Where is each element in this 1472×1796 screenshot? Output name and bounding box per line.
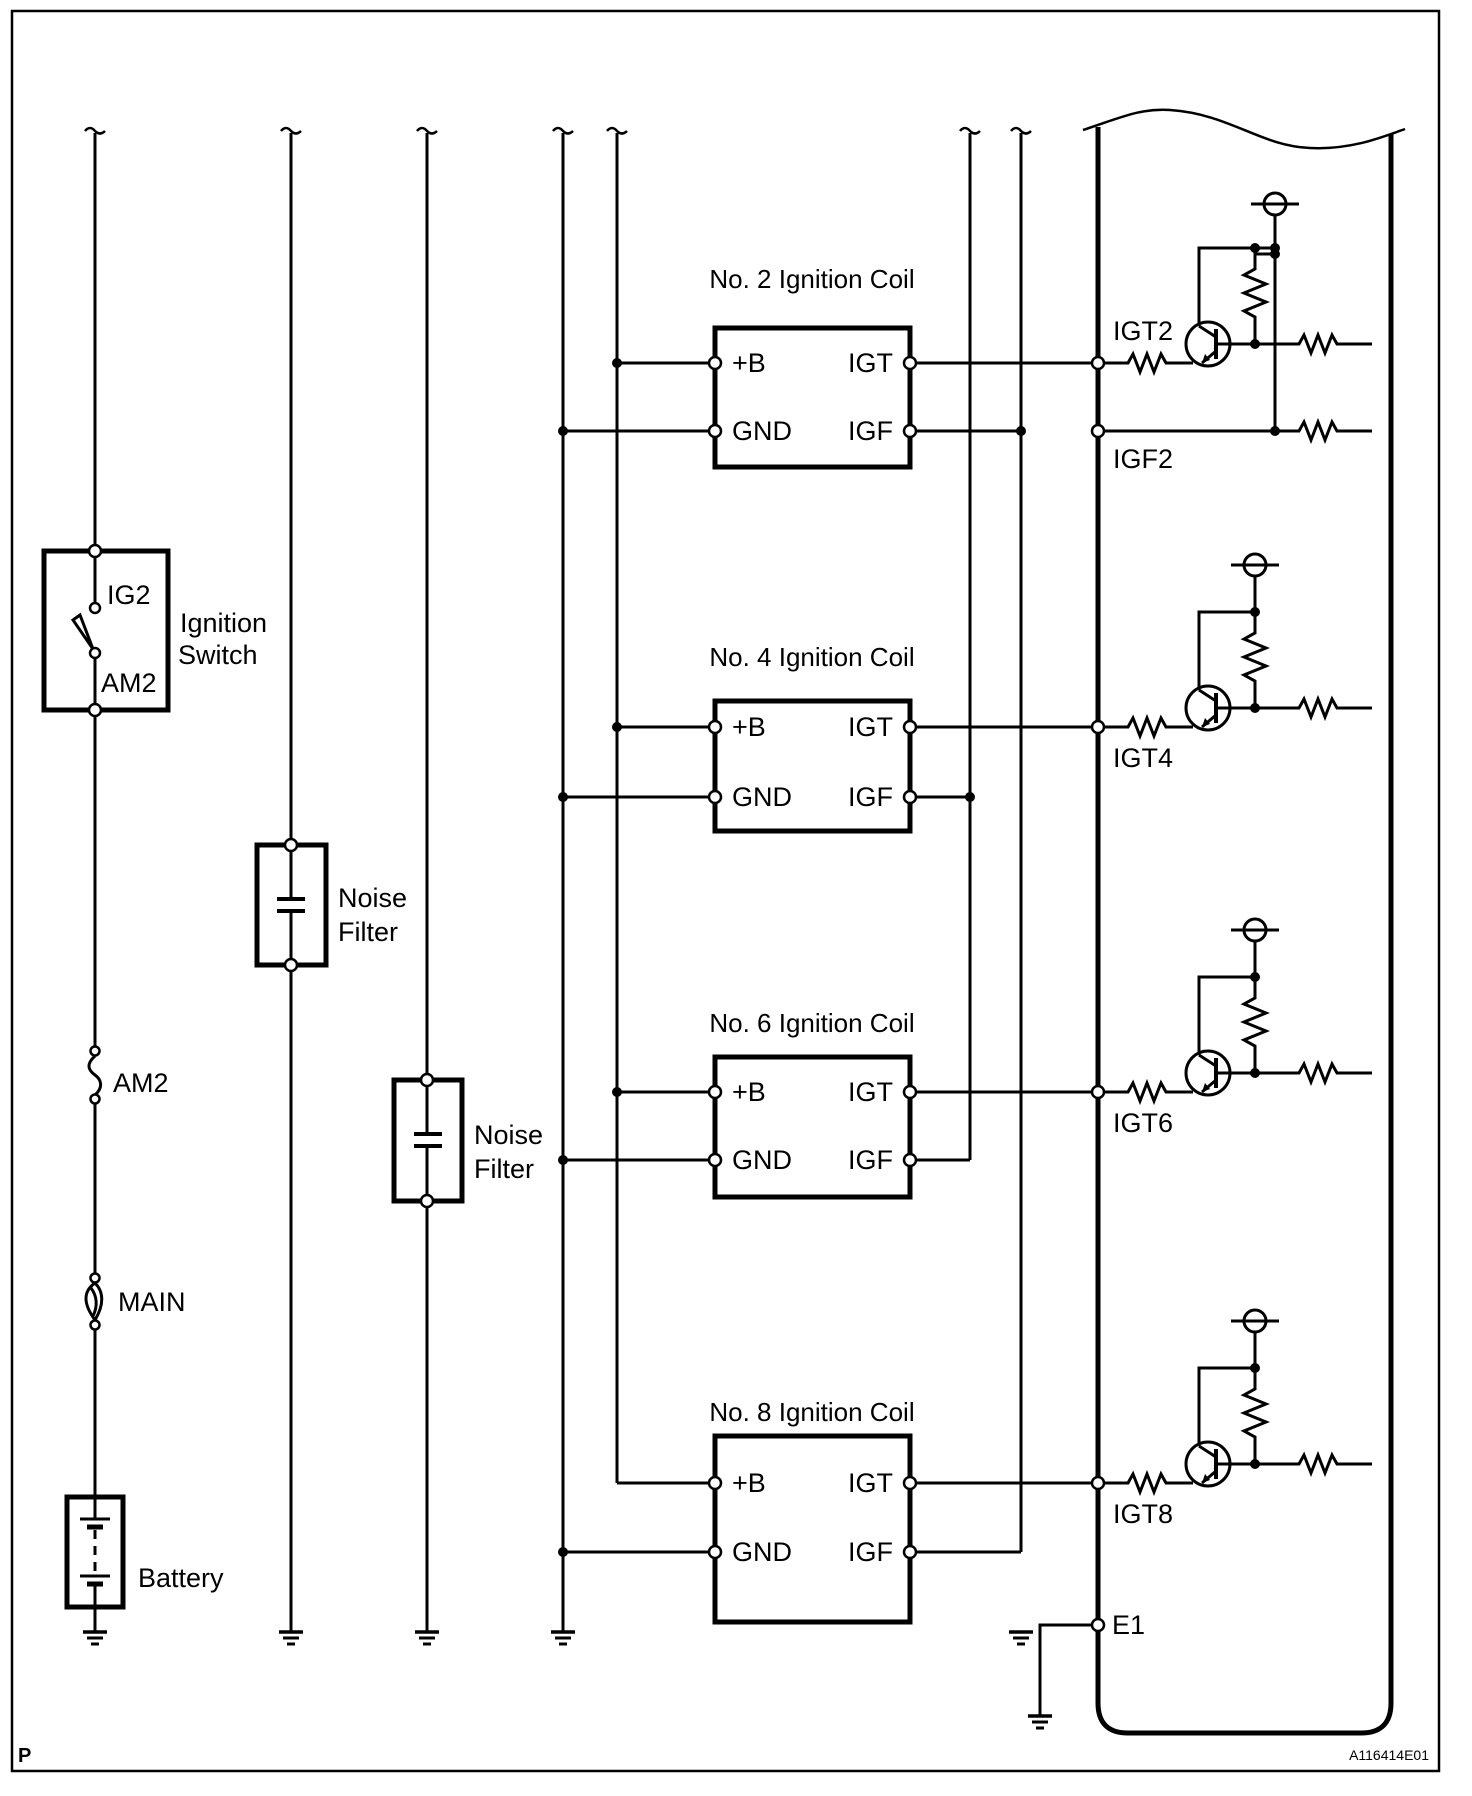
corner-mark: P xyxy=(18,1745,31,1767)
diagram-frame xyxy=(10,9,1441,1773)
coil-pin-plus-b: +B xyxy=(732,712,766,742)
ignition-switch-terminal-am2: AM2 xyxy=(101,668,157,698)
ignition-switch-box xyxy=(41,548,171,713)
battery-label: Battery xyxy=(138,1563,224,1593)
coil-title: No. 4 Ignition Coil xyxy=(709,642,914,672)
battery-supply-line: IG2 AM2 Ignition Switch AM2 MAIN Battery xyxy=(41,133,267,1631)
battery-icon xyxy=(80,1497,110,1631)
coil-pin-plus-b: +B xyxy=(732,1468,766,1498)
main-fuse-label: MAIN xyxy=(118,1287,186,1317)
ecm-terminal-igf2: IGF2 xyxy=(1113,444,1173,474)
ignition-switch-label-2: Switch xyxy=(178,640,258,670)
coil-pin-gnd: GND xyxy=(732,416,792,446)
coil-pin-plus-b: +B xyxy=(732,348,766,378)
am2-fuse-icon xyxy=(87,1054,103,1097)
igf2-circuit: IGF2 xyxy=(1090,249,1372,474)
ignition-coil-2: No. 2 Ignition Coil +B GND IGT IGF xyxy=(558,264,1092,470)
ignition-coil-6: No. 6 Ignition Coil +B GND IGT IGF xyxy=(558,1008,1092,1200)
ecm-block xyxy=(1082,108,1406,1736)
coil-pin-igf: IGF xyxy=(848,782,893,812)
ecm-terminal-igt4: IGT4 xyxy=(1113,743,1173,773)
noise-filter-1: Noise Filter xyxy=(254,133,407,1631)
figure-code: A116414E01 xyxy=(1349,1747,1429,1763)
coil-title: No. 2 Ignition Coil xyxy=(709,264,914,294)
coil-pin-plus-b: +B xyxy=(732,1077,766,1107)
coil-title: No. 6 Ignition Coil xyxy=(709,1008,914,1038)
noise-filter-2-label-2: Filter xyxy=(474,1154,534,1184)
switch-lever-icon xyxy=(70,612,95,650)
ecm-terminal-igt2: IGT2 xyxy=(1113,316,1173,346)
coil-title: No. 8 Ignition Coil xyxy=(709,1397,914,1427)
ecm-e1-ground: E1 xyxy=(1028,1610,1145,1730)
coil-pin-igt: IGT xyxy=(848,348,893,378)
coil-pin-igf: IGF xyxy=(848,416,893,446)
ignition-coil-8: No. 8 Ignition Coil +B GND IGT IGF xyxy=(558,1397,1092,1625)
coil-pin-igt: IGT xyxy=(848,1077,893,1107)
coil-pin-gnd: GND xyxy=(732,1145,792,1175)
coil-pin-gnd: GND xyxy=(732,782,792,812)
ecm-terminal-igt8: IGT8 xyxy=(1113,1499,1173,1529)
coil-pin-igf: IGF xyxy=(848,1145,893,1175)
noise-filter-1-label-2: Filter xyxy=(338,917,398,947)
ignition-coil-4: No. 4 Ignition Coil +B GND IGT IGF xyxy=(558,642,1092,834)
ignition-switch-terminal-ig2: IG2 xyxy=(107,580,151,610)
ecm-driver-igt2: IGT2 xyxy=(1090,191,1372,377)
ecm-terminal-e1: E1 xyxy=(1112,1610,1145,1640)
ground-symbols xyxy=(83,1630,1035,1646)
ecm-driver-igt8: IGT8 xyxy=(1090,1308,1372,1529)
noise-filter-1-label-1: Noise xyxy=(338,883,407,913)
coil-pin-igt: IGT xyxy=(848,712,893,742)
wire-break-tildes xyxy=(84,126,1032,135)
noise-filter-2-label-1: Noise xyxy=(474,1120,543,1150)
coil-pin-igt: IGT xyxy=(848,1468,893,1498)
ignition-switch-label-1: Ignition xyxy=(180,608,267,638)
ecm-driver-igt4: IGT4 xyxy=(1090,552,1372,773)
am2-fuse-label: AM2 xyxy=(113,1068,169,1098)
ecm-terminal-igt6: IGT6 xyxy=(1113,1108,1173,1138)
coil-pin-gnd: GND xyxy=(732,1537,792,1567)
main-fusible-link-icon xyxy=(84,1281,104,1321)
noise-filter-2: Noise Filter xyxy=(391,133,543,1631)
coil-pin-igf: IGF xyxy=(848,1537,893,1567)
ecm-driver-igt6: IGT6 xyxy=(1090,917,1372,1138)
